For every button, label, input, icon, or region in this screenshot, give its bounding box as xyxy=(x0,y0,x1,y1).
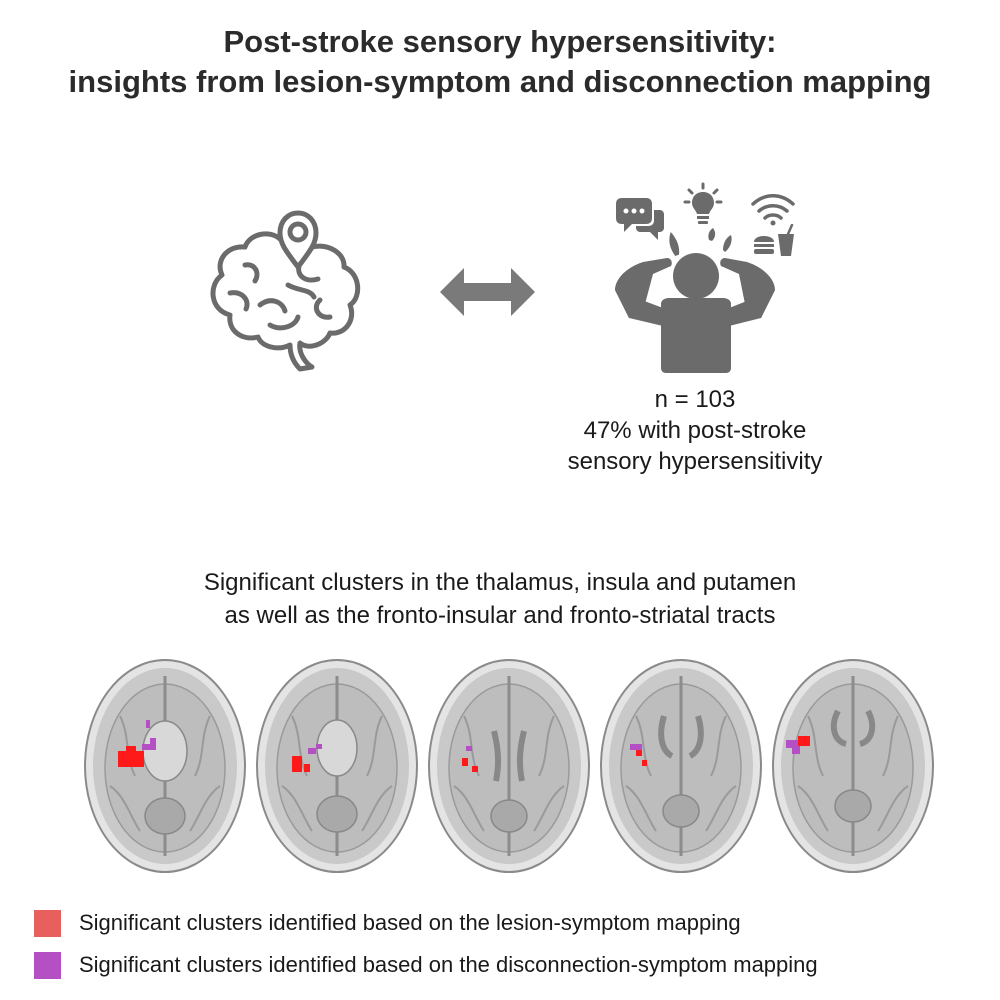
lightbulb-icon xyxy=(683,182,723,224)
legend-swatch-disconnection xyxy=(34,951,61,979)
axial-slice-2 xyxy=(256,659,418,873)
sample-size: n = 103 xyxy=(654,386,736,413)
title-line-2: insights from lesion-symptom and disconn… xyxy=(68,64,932,99)
findings-line-1: Significant clusters in the thalamus, in… xyxy=(203,569,797,596)
wifi-signal-icon xyxy=(751,194,795,226)
legend-label-lesion: Significant clusters identified based on… xyxy=(79,910,741,935)
brain-with-location-pin-icon xyxy=(210,210,361,372)
findings-summary: Significant clusters in the thalamus, in… xyxy=(0,566,1000,632)
sample-stats: n = 103 47% with post-stroke sensory hyp… xyxy=(520,384,870,477)
prevalence-line-2: sensory hypersensitivity xyxy=(567,448,823,475)
axial-slice-5 xyxy=(772,659,934,873)
prevalence-line-1: 47% with post-stroke xyxy=(583,417,807,444)
legend: Significant clusters identified based on… xyxy=(34,905,974,989)
brain-slices-row xyxy=(80,656,940,876)
axial-slice-4 xyxy=(600,659,762,873)
legend-item-disconnection: Significant clusters identified based on… xyxy=(34,947,974,983)
figure-title: Post-stroke sensory hypersensitivity: in… xyxy=(0,22,1000,102)
findings-line-2: as well as the fronto-insular and fronto… xyxy=(224,602,776,629)
title-line-1: Post-stroke sensory hypersensitivity: xyxy=(223,24,777,59)
overwhelmed-person-icon xyxy=(615,228,775,373)
double-headed-arrow-icon xyxy=(440,268,535,316)
axial-slice-3 xyxy=(428,659,590,873)
legend-item-lesion: Significant clusters identified based on… xyxy=(34,905,974,941)
legend-swatch-lesion xyxy=(34,909,61,937)
legend-label-disconnection: Significant clusters identified based on… xyxy=(79,952,818,977)
axial-slice-1 xyxy=(84,659,246,873)
burger-and-drink-icon xyxy=(754,224,794,256)
speech-bubbles-icon xyxy=(616,198,664,240)
